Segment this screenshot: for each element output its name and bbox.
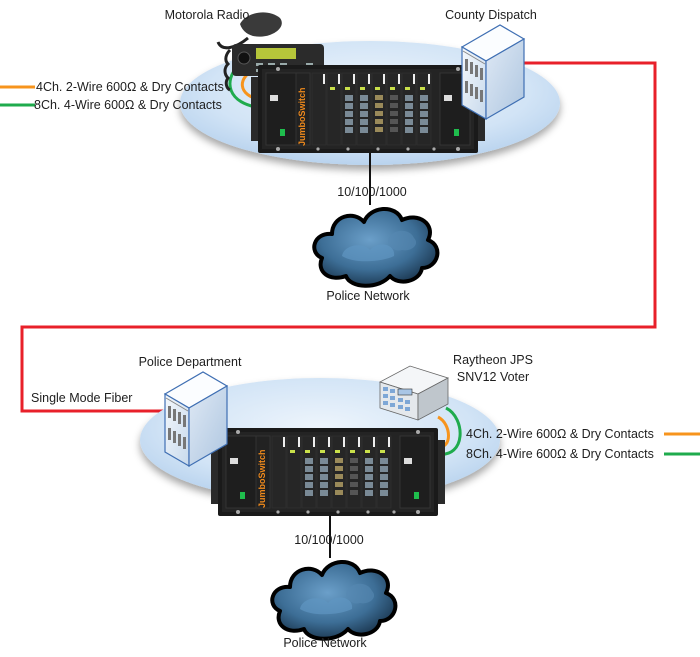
county-dispatch-label: County Dispatch <box>445 8 537 22</box>
single-mode-fiber-link <box>20 61 657 413</box>
bottom-police-network-cloud-icon <box>270 559 398 641</box>
voter-label-line2: SNV12 Voter <box>456 370 530 384</box>
voter-label-line1: Raytheon JPS <box>453 353 533 367</box>
top-police-network-label: Police Network <box>326 289 410 303</box>
bottom-two-wire-label: 4Ch. 2-Wire 600Ω & Dry Contacts <box>466 427 654 441</box>
top-two-wire-label: 4Ch. 2-Wire 600Ω & Dry Contacts <box>36 80 224 94</box>
top-switch-brand: JumboSwitch <box>297 87 307 146</box>
top-police-network-cloud-icon <box>312 206 440 288</box>
bottom-jumboswitch-chassis <box>210 427 446 517</box>
single-mode-fiber-label: Single Mode Fiber <box>31 391 133 405</box>
bottom-police-network-label: Police Network <box>283 636 367 650</box>
top-site: JumboSwitch <box>0 12 560 288</box>
bottom-four-wire-cable <box>437 406 700 456</box>
bottom-site: JumboSwitch <box>140 365 700 641</box>
top-ethernet-label: 10/100/1000 <box>337 185 407 199</box>
police-department-label: Police Department <box>138 355 242 369</box>
bottom-switch-brand: JumboSwitch <box>257 449 267 508</box>
bottom-ethernet-label: 10/100/1000 <box>294 533 364 547</box>
top-four-wire-label: 8Ch. 4-Wire 600Ω & Dry Contacts <box>34 98 222 112</box>
top-jumboswitch-chassis <box>250 64 486 154</box>
bottom-four-wire-label: 8Ch. 4-Wire 600Ω & Dry Contacts <box>466 447 654 461</box>
motorola-radio-label: Motorola Radio <box>164 8 250 22</box>
raytheon-voter-icon <box>378 365 450 421</box>
